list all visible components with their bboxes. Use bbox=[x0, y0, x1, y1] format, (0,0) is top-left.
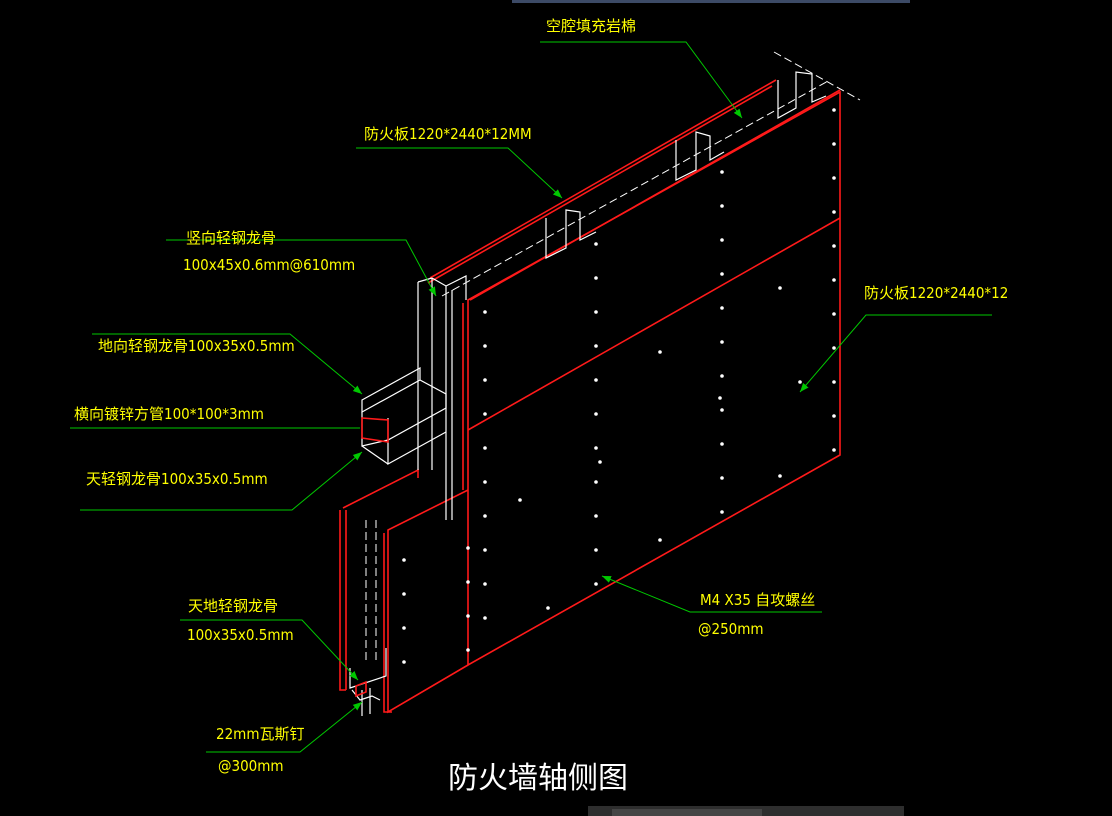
screw-dot bbox=[483, 378, 487, 382]
label-ceil-floor-track-2: 100x35x0.5mm bbox=[187, 626, 294, 644]
leader-cavity-fill bbox=[540, 41, 743, 119]
screw-dot bbox=[598, 460, 602, 464]
screw-dot bbox=[832, 414, 836, 418]
screw-dot bbox=[658, 350, 662, 354]
screw-dot bbox=[483, 310, 487, 314]
fire-board-main bbox=[383, 90, 841, 714]
leader-floor-track bbox=[92, 333, 363, 395]
leader-lines bbox=[70, 41, 992, 753]
screw-dot bbox=[483, 480, 487, 484]
screw-dot bbox=[720, 204, 724, 208]
screw-dot bbox=[720, 170, 724, 174]
screw-dot bbox=[483, 412, 487, 416]
screw-dot bbox=[483, 582, 487, 586]
fire-board-top-edge bbox=[427, 79, 841, 301]
screw-dot bbox=[594, 446, 598, 450]
screw-dot bbox=[720, 306, 724, 310]
screw-dot bbox=[720, 510, 724, 514]
screw-dot bbox=[483, 446, 487, 450]
screw-dot bbox=[798, 380, 802, 384]
label-screw-2: @250mm bbox=[698, 620, 764, 638]
screw-dot bbox=[720, 442, 724, 446]
screw-dot bbox=[832, 244, 836, 248]
screw-dot bbox=[518, 498, 522, 502]
screw-dot bbox=[720, 476, 724, 480]
screw-dot bbox=[466, 546, 470, 550]
leader-ceiling-track bbox=[80, 451, 363, 511]
label-nail-2: @300mm bbox=[218, 757, 284, 775]
screw-dot bbox=[720, 340, 724, 344]
horizontal-square-pipe bbox=[361, 366, 447, 466]
screw-dot bbox=[483, 548, 487, 552]
screw-dot bbox=[402, 558, 406, 562]
screw-dot bbox=[483, 514, 487, 518]
leader-ceil-floor-track bbox=[180, 619, 359, 681]
screw-dot bbox=[832, 346, 836, 350]
screw-dot bbox=[402, 660, 406, 664]
screw-dot bbox=[832, 108, 836, 112]
screw-dot bbox=[718, 396, 722, 400]
screw-dot bbox=[832, 176, 836, 180]
screw-dot bbox=[832, 210, 836, 214]
leader-vertical-stud bbox=[166, 239, 437, 297]
screw-dot bbox=[594, 378, 598, 382]
screw-dot bbox=[832, 312, 836, 316]
leader-board-right bbox=[799, 314, 992, 393]
screw-dot bbox=[466, 648, 470, 652]
screw-dot bbox=[658, 538, 662, 542]
screw-dot bbox=[483, 616, 487, 620]
screw-dot bbox=[832, 142, 836, 146]
screw-dot bbox=[594, 344, 598, 348]
label-cavity-fill: 空腔填充岩棉 bbox=[546, 17, 636, 35]
screw-dot bbox=[594, 276, 598, 280]
bottom-floor-track bbox=[349, 648, 387, 716]
label-vertical-stud-2: 100x45x0.6mm@610mm bbox=[183, 256, 355, 274]
label-ceiling-track: 天轻钢龙骨100x35x0.5mm bbox=[86, 470, 268, 488]
screw-dot bbox=[594, 548, 598, 552]
leader-board-top bbox=[356, 147, 563, 199]
screw-dot bbox=[720, 238, 724, 242]
screw-dot bbox=[832, 380, 836, 384]
label-horizontal-pipe: 横向镀锌方管100*100*3mm bbox=[74, 405, 264, 423]
screw-dot bbox=[402, 626, 406, 630]
label-floor-track: 地向轻钢龙骨100x35x0.5mm bbox=[98, 337, 295, 355]
screw-dot bbox=[720, 408, 724, 412]
fire-board-back-lower bbox=[339, 468, 419, 691]
vertical-steel-stud bbox=[417, 275, 467, 520]
screw-dot bbox=[832, 448, 836, 452]
top-stud-profiles bbox=[545, 71, 827, 259]
leader-screw bbox=[601, 575, 822, 613]
label-ceil-floor-track-1: 天地轻钢龙骨 bbox=[188, 597, 278, 615]
label-vertical-stud-1: 竖向轻钢龙骨 bbox=[186, 229, 276, 247]
screw-dot bbox=[594, 310, 598, 314]
screw-dot bbox=[594, 480, 598, 484]
drawing-title: 防火墙轴侧图 bbox=[448, 761, 628, 796]
screw-dot bbox=[594, 582, 598, 586]
label-screw-1: M4 X35 自攻螺丝 bbox=[700, 591, 815, 609]
screw-dot bbox=[832, 278, 836, 282]
screw-dot bbox=[402, 592, 406, 596]
stud-centerlines bbox=[365, 51, 861, 664]
screw-dot bbox=[720, 374, 724, 378]
leader-nail bbox=[206, 701, 363, 753]
window-top-strip bbox=[512, 0, 910, 3]
screw-dot bbox=[720, 272, 724, 276]
screw-dot bbox=[594, 242, 598, 246]
annotation-labels: 空腔填充岩棉 防火板1220*2440*12MM 竖向轻钢龙骨 100x45x0… bbox=[74, 17, 1008, 796]
screw-dot bbox=[594, 412, 598, 416]
label-nail-1: 22mm瓦斯钉 bbox=[216, 725, 304, 743]
screw-dot bbox=[594, 514, 598, 518]
label-board-top: 防火板1220*2440*12MM bbox=[364, 125, 532, 143]
screw-dot bbox=[778, 286, 782, 290]
window-bottom-scroll bbox=[612, 809, 762, 816]
screw-dot bbox=[466, 580, 470, 584]
screw-points bbox=[402, 108, 836, 664]
screw-dot bbox=[483, 344, 487, 348]
screw-dot bbox=[778, 474, 782, 478]
label-board-right: 防火板1220*2440*12 bbox=[864, 284, 1008, 302]
screw-dot bbox=[546, 606, 550, 610]
screw-dot bbox=[466, 614, 470, 618]
